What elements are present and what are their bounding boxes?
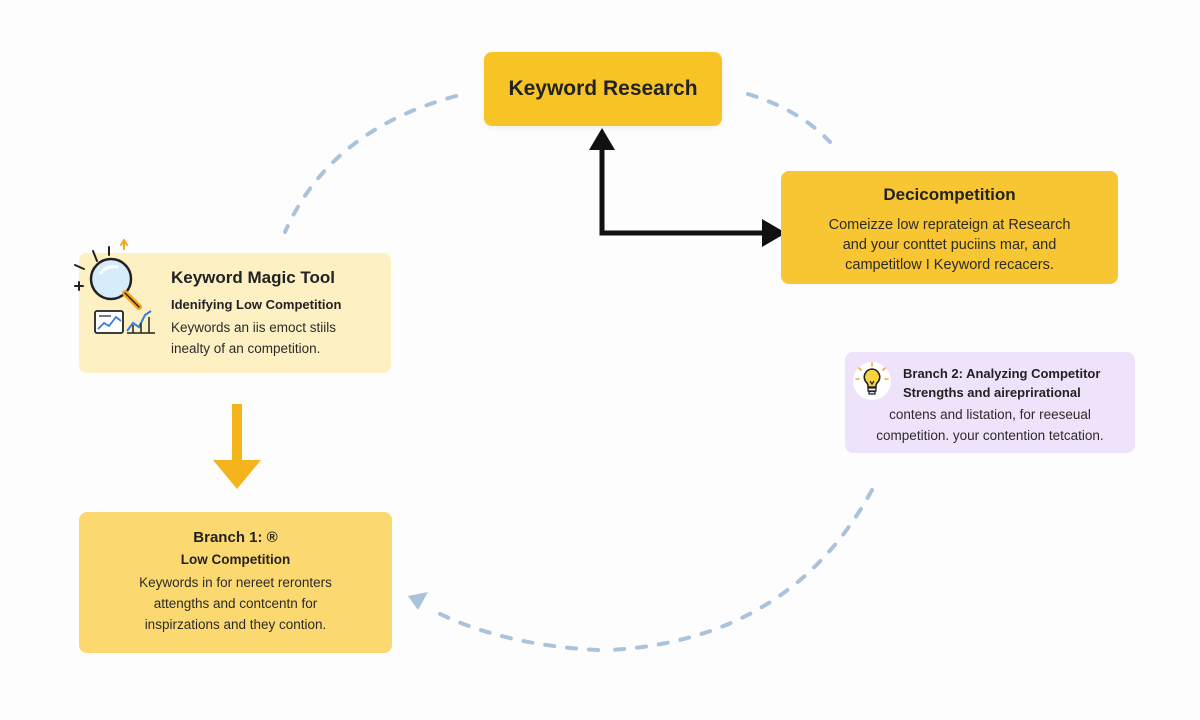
elbow-arrowhead-up	[589, 128, 615, 150]
node-decicompetition-line: and your conttet puciins mar, and	[842, 237, 1057, 253]
dashed-arc-arrowhead	[408, 592, 428, 610]
node-decicompetition-line: Comeizze low reprateign at Research	[828, 217, 1071, 233]
node-decicompetition-line: campetitlow I Keyword recacers.	[845, 257, 1054, 273]
dashed-arc-top-right	[746, 92, 832, 144]
node-branch-1-line: attengths and contcentn for	[153, 596, 318, 611]
elbow-connector	[599, 146, 768, 236]
node-branch-1-subtitle: Low Competition	[180, 552, 291, 567]
down-arrow-head	[213, 460, 261, 489]
node-decicompetition[interactable]: Decicompetition Comeizze low reprateign …	[781, 171, 1118, 284]
node-branch-1-line: Keywords in for nereet reronters	[139, 575, 332, 590]
elbow-arrowhead-right	[762, 219, 786, 247]
node-keyword-magic-tool-title: Keyword Magic Tool	[171, 268, 336, 287]
node-keyword-research[interactable]: Keyword Research	[484, 52, 722, 126]
dashed-arc-top-left	[283, 94, 458, 234]
node-decicompetition-title: Decicompetition	[883, 185, 1016, 204]
node-keyword-research-title: Keyword Research	[508, 77, 698, 100]
node-branch-2-body: contens and listation, for reeseual comp…	[845, 404, 1135, 446]
node-branch-1-line: inspirzations and they contion.	[144, 617, 327, 632]
node-keyword-magic-tool-line: inealty of an competition.	[171, 341, 321, 356]
node-keyword-magic-tool[interactable]: Keyword Magic Tool Idenifying Low Compet…	[74, 239, 391, 373]
node-branch-1-body: Keywords in for nereet reronters attengt…	[79, 572, 392, 635]
dashed-arc-bottom-right	[608, 488, 874, 652]
node-branch-2-title: Branch 2: Analyzing Competitor	[903, 366, 1101, 381]
node-branch-2-subtitle: Strengths and aireprirational	[903, 385, 1081, 400]
magnifier-chart-icon	[74, 239, 155, 334]
node-branch-1-title: Branch 1: ®	[193, 529, 278, 546]
node-keyword-magic-tool-line: Keywords an iis emoct stiils	[171, 320, 337, 335]
node-branch-2-line: competition. your contention tetcation.	[876, 428, 1104, 443]
dashed-arc-bottom-left	[430, 608, 600, 652]
node-branch-1[interactable]: Branch 1: ® Low Competition Keywords in …	[79, 512, 392, 653]
node-branch-2[interactable]: Branch 2: Analyzing Competitor Strengths…	[845, 352, 1135, 453]
lightbulb-icon	[853, 362, 891, 400]
node-keyword-magic-tool-subtitle: Idenifying Low Competition	[171, 297, 342, 312]
node-decicompetition-body: Comeizze low reprateign at Research and …	[781, 215, 1118, 275]
node-keyword-magic-tool-body: Keywords an iis emoct stiils inealty of …	[171, 317, 381, 359]
node-branch-2-line: contens and listation, for reeseual	[889, 407, 1091, 422]
